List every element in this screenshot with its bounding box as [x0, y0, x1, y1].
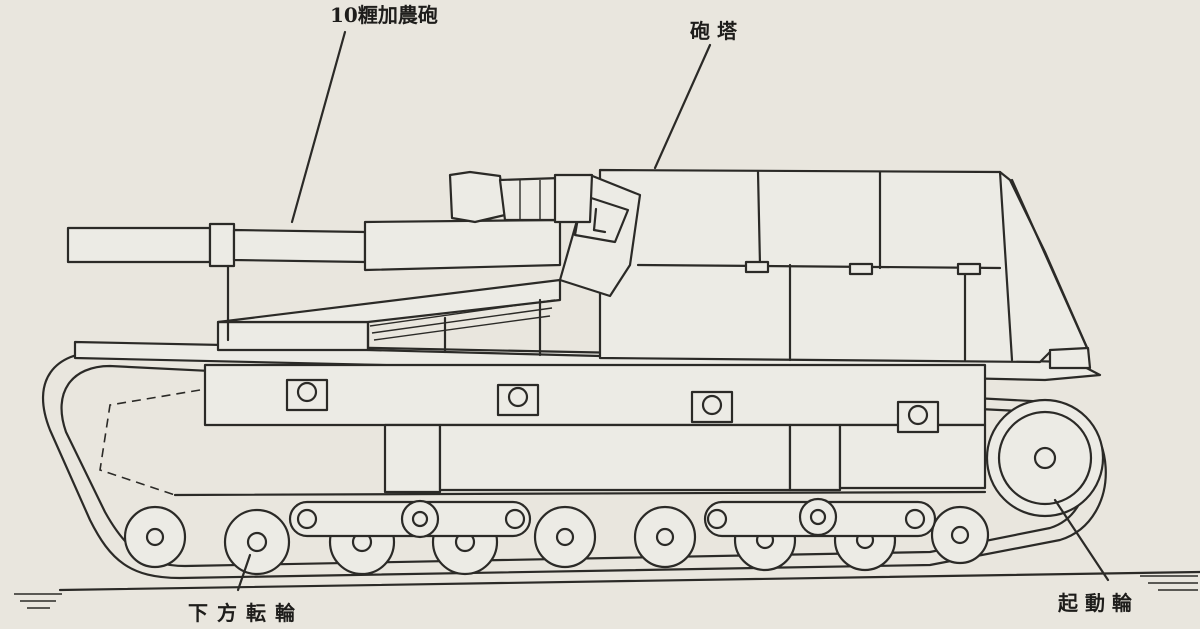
- label-road-wheel: 下方転輪: [188, 601, 304, 625]
- drive-wheel: [985, 398, 1105, 518]
- label-gun: 10糎加農砲: [330, 3, 438, 27]
- bogies: [288, 497, 937, 539]
- hull: [73, 340, 1102, 494]
- label-drive-wheel: 起 動 輪: [1057, 591, 1133, 615]
- ground: [14, 570, 1200, 609]
- gun: [66, 170, 594, 342]
- leader-lines: [236, 30, 1110, 592]
- turret: [216, 168, 1092, 370]
- label-turret: 砲 塔: [690, 19, 738, 43]
